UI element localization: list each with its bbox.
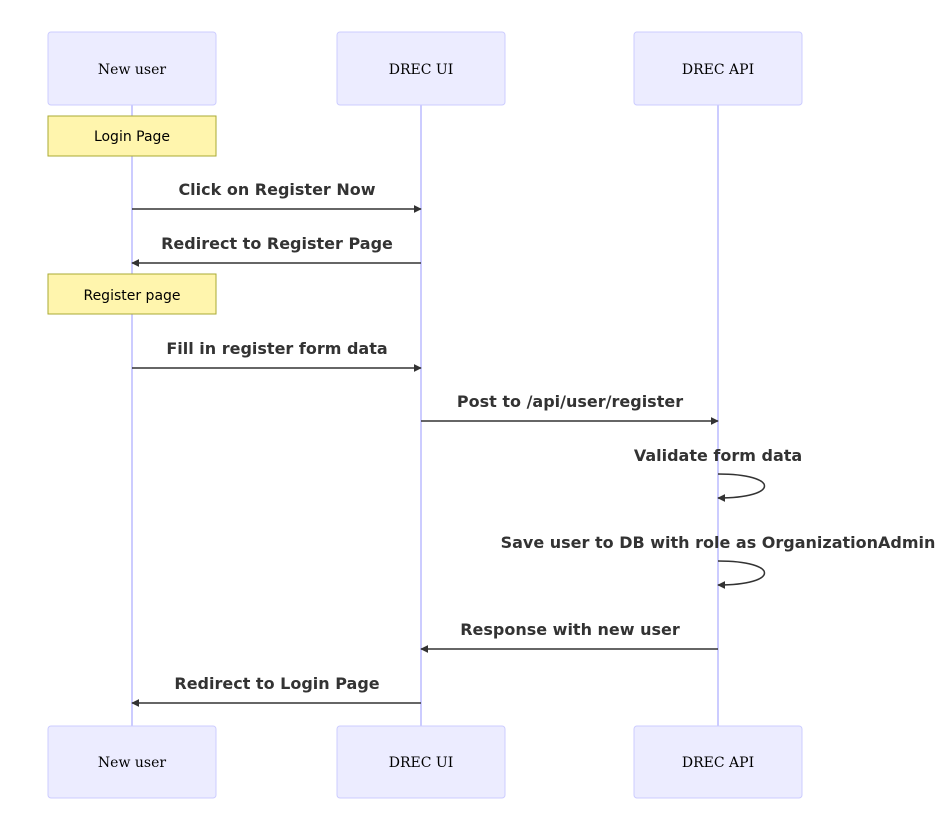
note-label: Login Page xyxy=(94,129,170,145)
self-message-arrow xyxy=(717,560,765,589)
actor-label: DREC UI xyxy=(389,62,453,78)
actor-label: DREC UI xyxy=(389,755,453,771)
actor-top-new-user: New user xyxy=(47,31,217,106)
actor-label: DREC API xyxy=(682,755,754,771)
message-click-register-now: Click on Register Now xyxy=(132,180,422,213)
note-login-page: Login Page xyxy=(47,115,217,157)
self-message-arrow xyxy=(717,473,765,502)
actor-label: New user xyxy=(98,755,166,771)
message-redirect-register-page: Redirect to Register Page xyxy=(131,234,421,267)
message-save-user: Save user to DB with role as Organizatio… xyxy=(501,533,936,589)
message-post-register: Post to /api/user/register xyxy=(421,392,719,425)
actor-label: New user xyxy=(98,62,166,78)
actor-bottom-drec-api: DREC API xyxy=(633,725,803,799)
message-validate-form-data: Validate form data xyxy=(634,446,802,502)
message-label: Response with new user xyxy=(460,620,680,639)
message-fill-register-form: Fill in register form data xyxy=(132,339,422,372)
message-response-new-user: Response with new user xyxy=(420,620,718,653)
actor-bottom-new-user: New user xyxy=(47,725,217,799)
message-label: Fill in register form data xyxy=(166,339,387,358)
actor-top-drec-api: DREC API xyxy=(633,31,803,106)
message-label: Save user to DB with role as Organizatio… xyxy=(501,533,936,552)
message-label: Redirect to Register Page xyxy=(161,234,393,253)
message-label: Validate form data xyxy=(634,446,802,465)
message-label: Click on Register Now xyxy=(178,180,375,199)
note-register-page: Register page xyxy=(47,273,217,315)
note-label: Register page xyxy=(83,288,180,304)
message-label: Redirect to Login Page xyxy=(174,674,379,693)
message-label: Post to /api/user/register xyxy=(457,392,683,411)
message-redirect-login-page: Redirect to Login Page xyxy=(131,674,421,707)
actor-label: DREC API xyxy=(682,62,754,78)
actor-top-drec-ui: DREC UI xyxy=(336,31,506,106)
actor-bottom-drec-ui: DREC UI xyxy=(336,725,506,799)
